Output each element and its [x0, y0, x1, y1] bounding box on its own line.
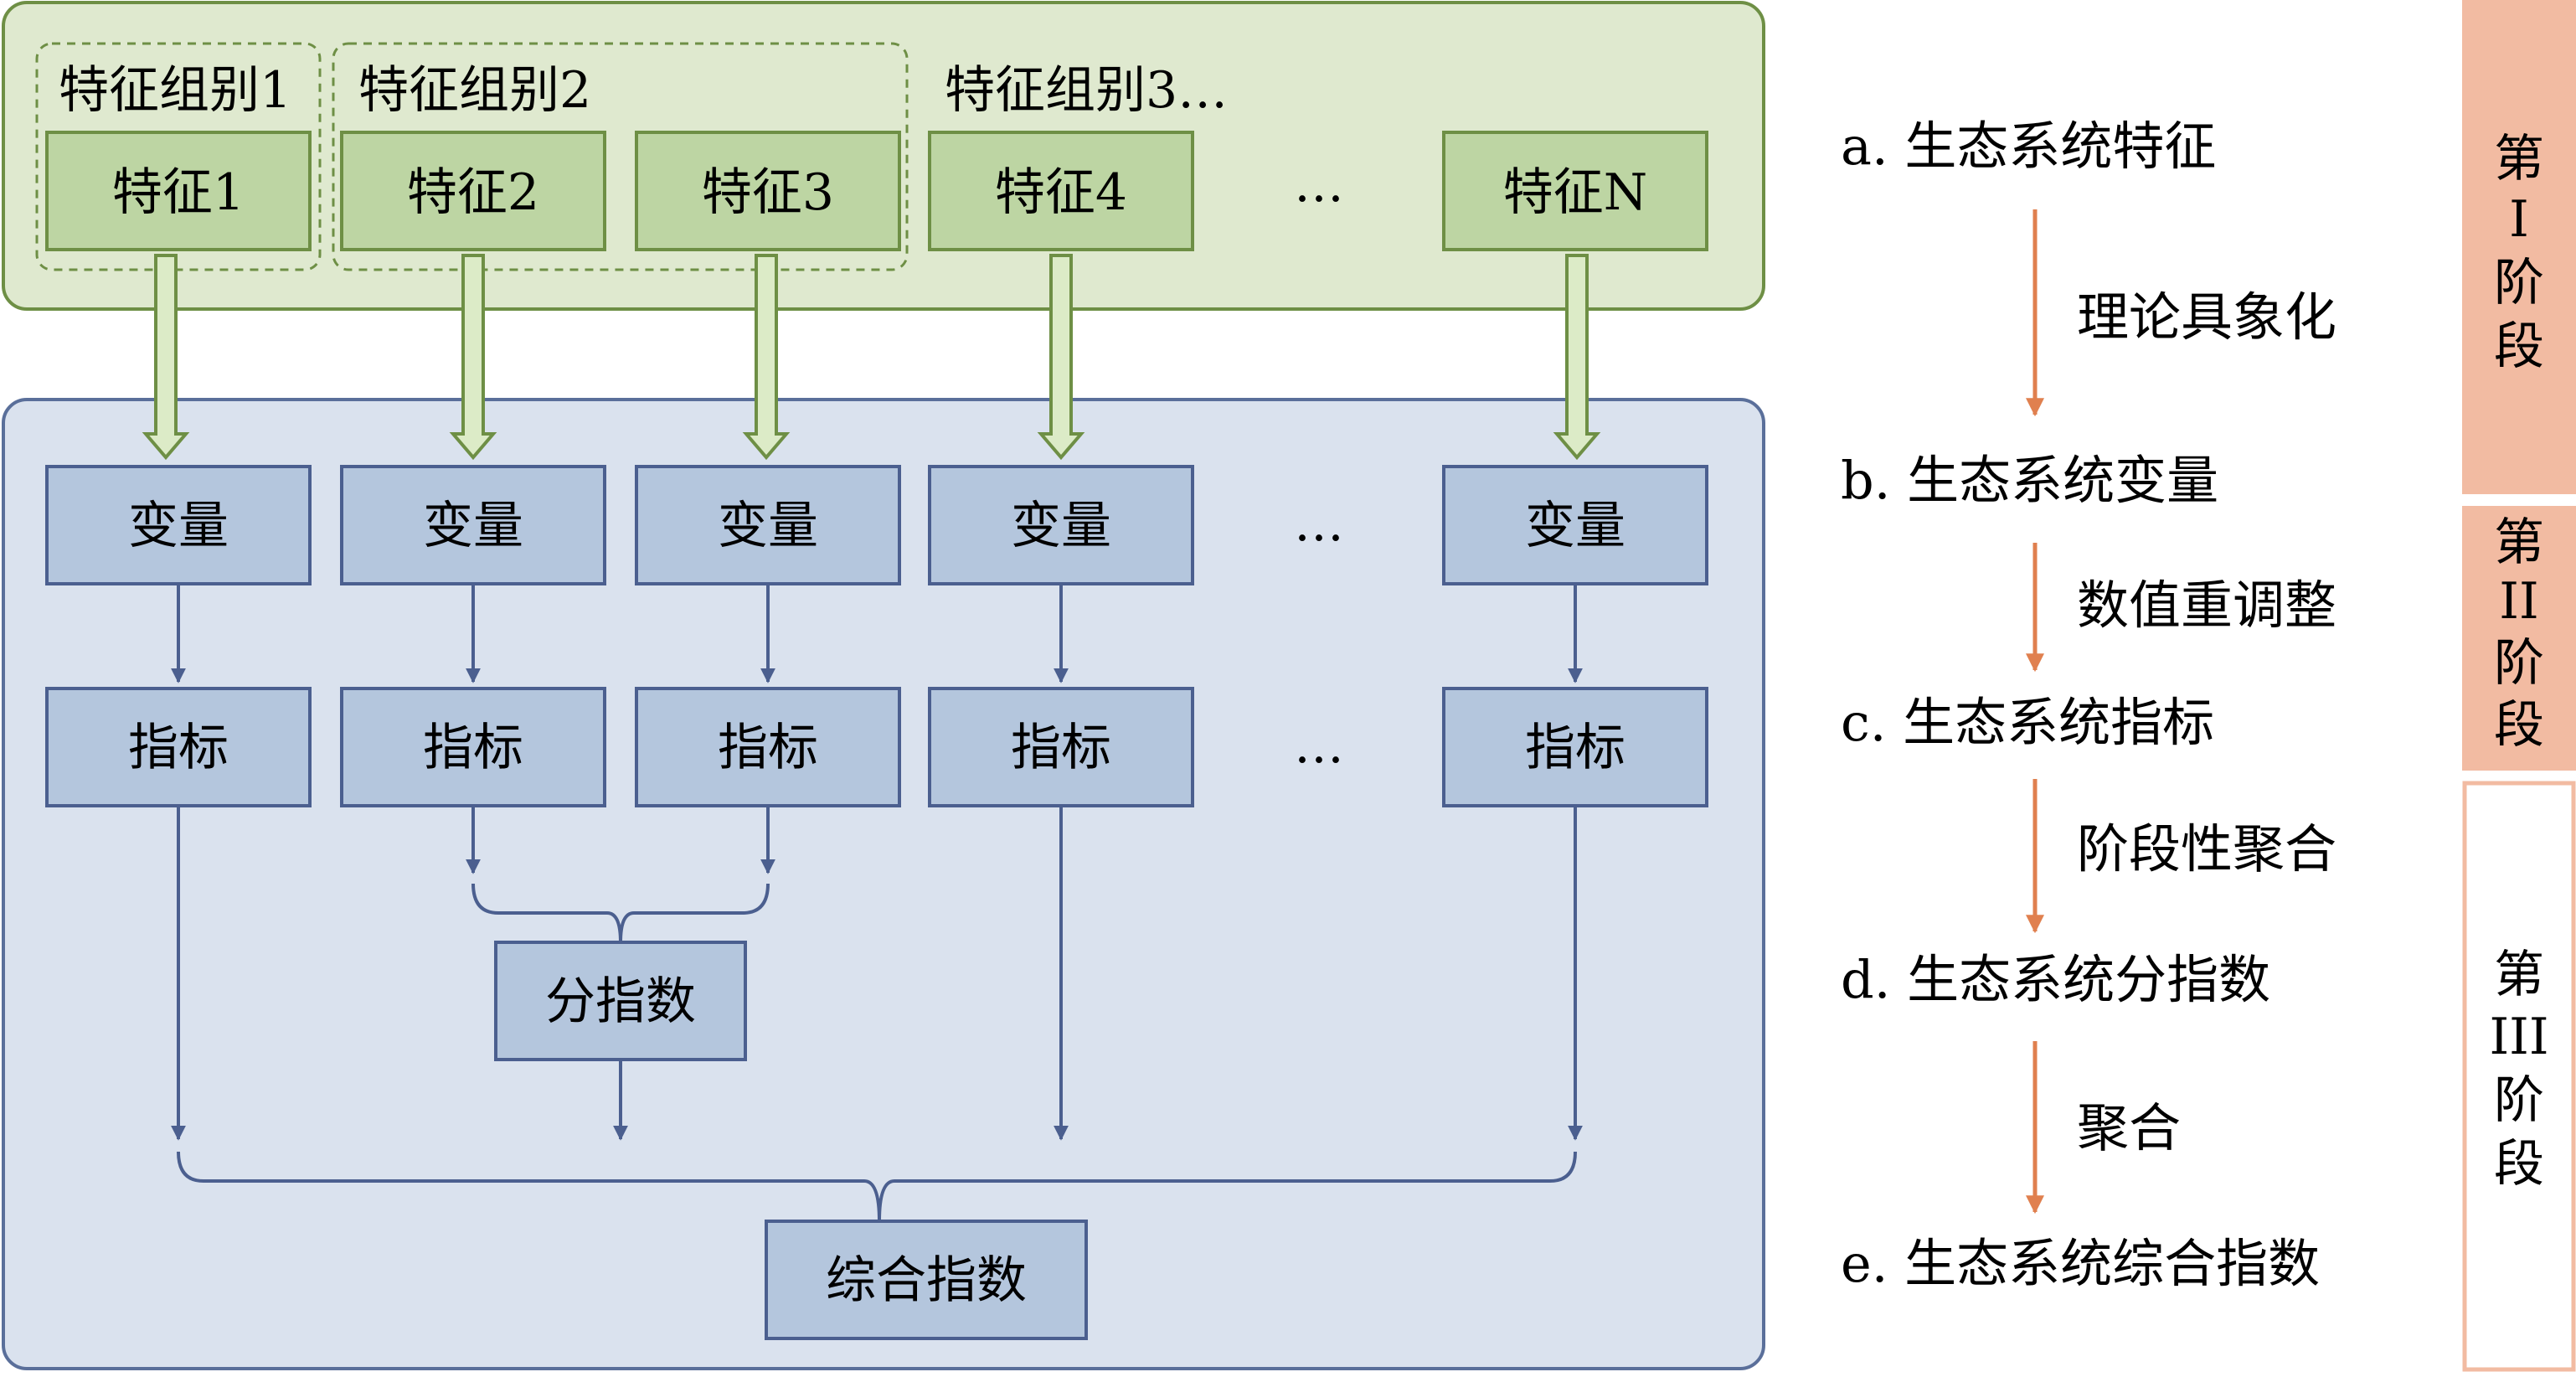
variable-box-3-label: 变量	[718, 497, 818, 555]
stage-3-line-3: 阶	[2494, 1071, 2544, 1130]
variable-box-3: 变量	[635, 465, 901, 585]
stage-1-line-4: 段	[2494, 317, 2544, 376]
step-d: d. 生态系统分指数	[1841, 949, 2270, 1010]
feature-box-3: 特征3	[635, 131, 901, 251]
stage-2-line-3: 阶	[2494, 634, 2544, 693]
feature-box-n-label: 特征N	[1503, 163, 1648, 222]
variable-box-1: 变量	[45, 465, 312, 585]
stage-2-line-1: 第	[2494, 513, 2544, 572]
feature-group-2-outline	[332, 42, 909, 271]
stage-1-line-3: 阶	[2494, 254, 2544, 312]
indicator-box-n-label: 指标	[1525, 719, 1625, 777]
indicator-box-2: 指标	[340, 687, 606, 807]
variable-box-4: 变量	[928, 465, 1194, 585]
feature-group-1-label: 特征组别1	[59, 61, 291, 120]
step-e: e. 生态系统综合指数	[1841, 1233, 2320, 1294]
stage-2: 第 II 阶 段	[2462, 506, 2576, 771]
indicator-box-1: 指标	[45, 687, 312, 807]
hollow-arrow-1	[142, 254, 190, 461]
hollow-arrow-n	[1553, 254, 1601, 461]
feature-box-2-label: 特征2	[407, 163, 539, 222]
stage-2-line-4: 段	[2494, 696, 2544, 755]
variable-box-n: 变量	[1442, 465, 1708, 585]
indicator-box-2-label: 指标	[423, 719, 523, 777]
indicator-box-1-label: 指标	[128, 719, 229, 777]
step-c: c. 生态系统指标	[1841, 692, 2214, 753]
sub-index-box: 分指数	[494, 941, 747, 1061]
feature-box-1: 特征1	[45, 131, 312, 251]
hollow-arrow-3	[742, 254, 791, 461]
variable-box-2-label: 变量	[423, 497, 523, 555]
composite-index-box-label: 综合指数	[826, 1251, 1027, 1310]
stage-3: 第 III 阶 段	[2462, 781, 2576, 1372]
feature-group-3-label: 特征组别3…	[945, 61, 1228, 120]
feature-box-4: 特征4	[928, 131, 1194, 251]
feature-box-4-label: 特征4	[995, 163, 1127, 222]
stage-1-line-1: 第	[2494, 130, 2544, 188]
stage-1-line-2: I	[2509, 190, 2529, 249]
step-b: b. 生态系统变量	[1841, 450, 2218, 511]
sub-index-box-label: 分指数	[545, 972, 696, 1031]
step-a: a. 生态系统特征	[1841, 116, 2216, 177]
process-concretization: 理论具象化	[2077, 286, 2336, 348]
feature-group-1-outline	[35, 42, 322, 271]
process-rescaling: 数值重调整	[2077, 575, 2336, 636]
feature-group-2-label: 特征组别2	[358, 61, 591, 120]
process-aggregation: 聚合	[2077, 1097, 2181, 1158]
stage-3-line-2: III	[2489, 1008, 2548, 1066]
process-staged-aggregation: 阶段性聚合	[2077, 818, 2336, 879]
hollow-arrow-4	[1037, 254, 1085, 461]
indicator-box-3: 指标	[635, 687, 901, 807]
feature-box-3-label: 特征3	[702, 163, 834, 222]
variable-to-indicator-arrows	[171, 585, 1583, 683]
indicator-box-n: 指标	[1442, 687, 1708, 807]
indicator-box-4-label: 指标	[1011, 719, 1111, 777]
stage-2-line-2: II	[2499, 572, 2538, 631]
feature-box-n: 特征N	[1442, 131, 1708, 251]
stage-3-line-4: 段	[2494, 1135, 2544, 1194]
indicator-box-3-label: 指标	[718, 719, 818, 777]
feature-box-1-label: 特征1	[112, 163, 245, 222]
variable-box-1-label: 变量	[128, 497, 229, 555]
feature-ellipsis: …	[1294, 155, 1344, 214]
indicator-box-4: 指标	[928, 687, 1194, 807]
stage-3-line-1: 第	[2494, 946, 2544, 1004]
index-panel	[2, 398, 1765, 1370]
composite-index-box: 综合指数	[765, 1220, 1088, 1340]
stage-1: 第 I 阶 段	[2462, 0, 2576, 494]
feature-box-2: 特征2	[340, 131, 606, 251]
variable-box-n-label: 变量	[1525, 497, 1625, 555]
variable-box-2: 变量	[340, 465, 606, 585]
indicator-ellipsis: …	[1294, 716, 1344, 775]
feature-to-variable-arrows	[142, 254, 1601, 461]
variable-ellipsis: …	[1294, 494, 1344, 553]
hollow-arrow-2	[449, 254, 497, 461]
variable-box-4-label: 变量	[1011, 497, 1111, 555]
